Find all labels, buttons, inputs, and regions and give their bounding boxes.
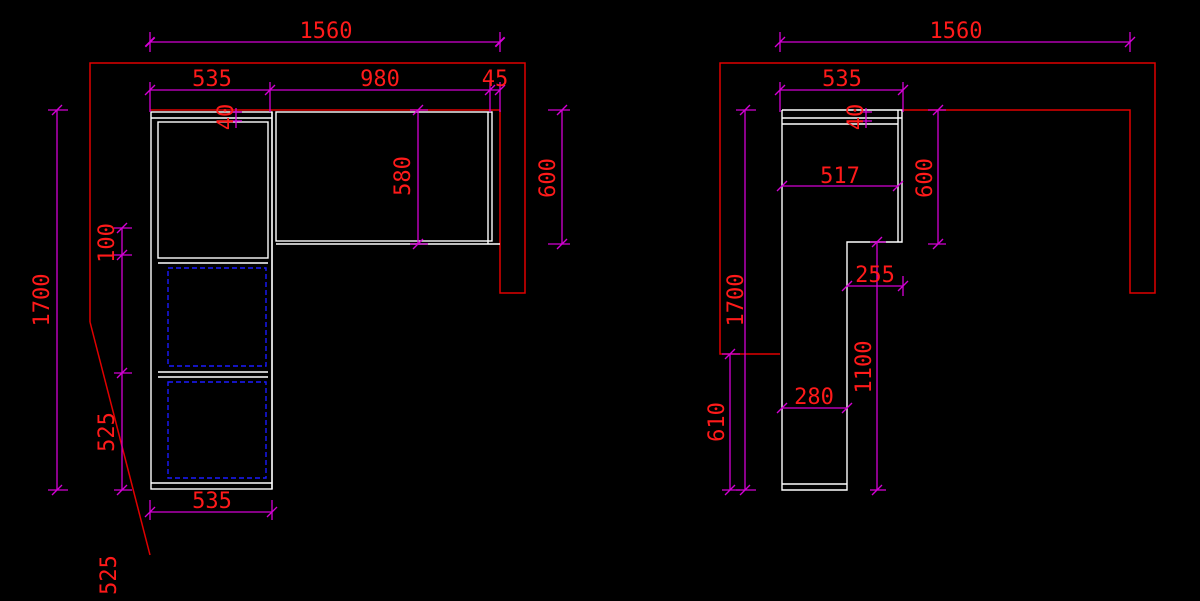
right-cabinet <box>781 109 903 491</box>
left-doors-hidden <box>167 267 267 479</box>
right-dim-depth: 600 <box>913 158 938 198</box>
left-dim-cabinet-width: 535 <box>192 67 232 92</box>
right-dim-overall-height: 1700 <box>724 274 749 327</box>
left-dim-overall-width: 1560 <box>300 19 353 44</box>
left-dim-lower-height: 525 <box>95 412 120 452</box>
right-dim-inner-width: 517 <box>820 164 860 189</box>
right-dim-lower-height: 1100 <box>852 341 877 394</box>
left-dim-outer-depth: 600 <box>536 158 561 198</box>
left-dimensions <box>48 32 570 520</box>
right-dim-top-offset: 40 <box>844 104 869 131</box>
left-dim-top-offset: 40 <box>214 104 239 131</box>
right-outline <box>719 62 1156 355</box>
left-outline <box>89 62 526 556</box>
right-dimensions <box>722 32 1136 496</box>
right-dim-base-width: 280 <box>794 385 834 410</box>
left-dim-bottom-width: 535 <box>192 489 232 514</box>
right-dim-step-width: 255 <box>855 263 895 288</box>
left-dim-offset-below: 525 <box>97 555 122 595</box>
left-dim-middle-width: 980 <box>360 67 400 92</box>
left-dim-right-gap: 45 <box>482 67 509 92</box>
right-dim-column-width: 535 <box>822 67 862 92</box>
left-dim-gap-height: 100 <box>95 223 120 263</box>
right-dim-base-height: 610 <box>705 402 730 442</box>
right-view: 1560 535 40 517 600 1700 255 1100 280 61… <box>705 19 1156 496</box>
left-view: 1560 535 980 45 40 580 600 100 1700 525 … <box>30 19 570 595</box>
left-dim-overall-height: 1700 <box>30 274 55 327</box>
left-dim-upper-depth: 580 <box>391 156 416 196</box>
left-cabinet <box>150 111 500 490</box>
right-dim-overall-width: 1560 <box>930 19 983 44</box>
